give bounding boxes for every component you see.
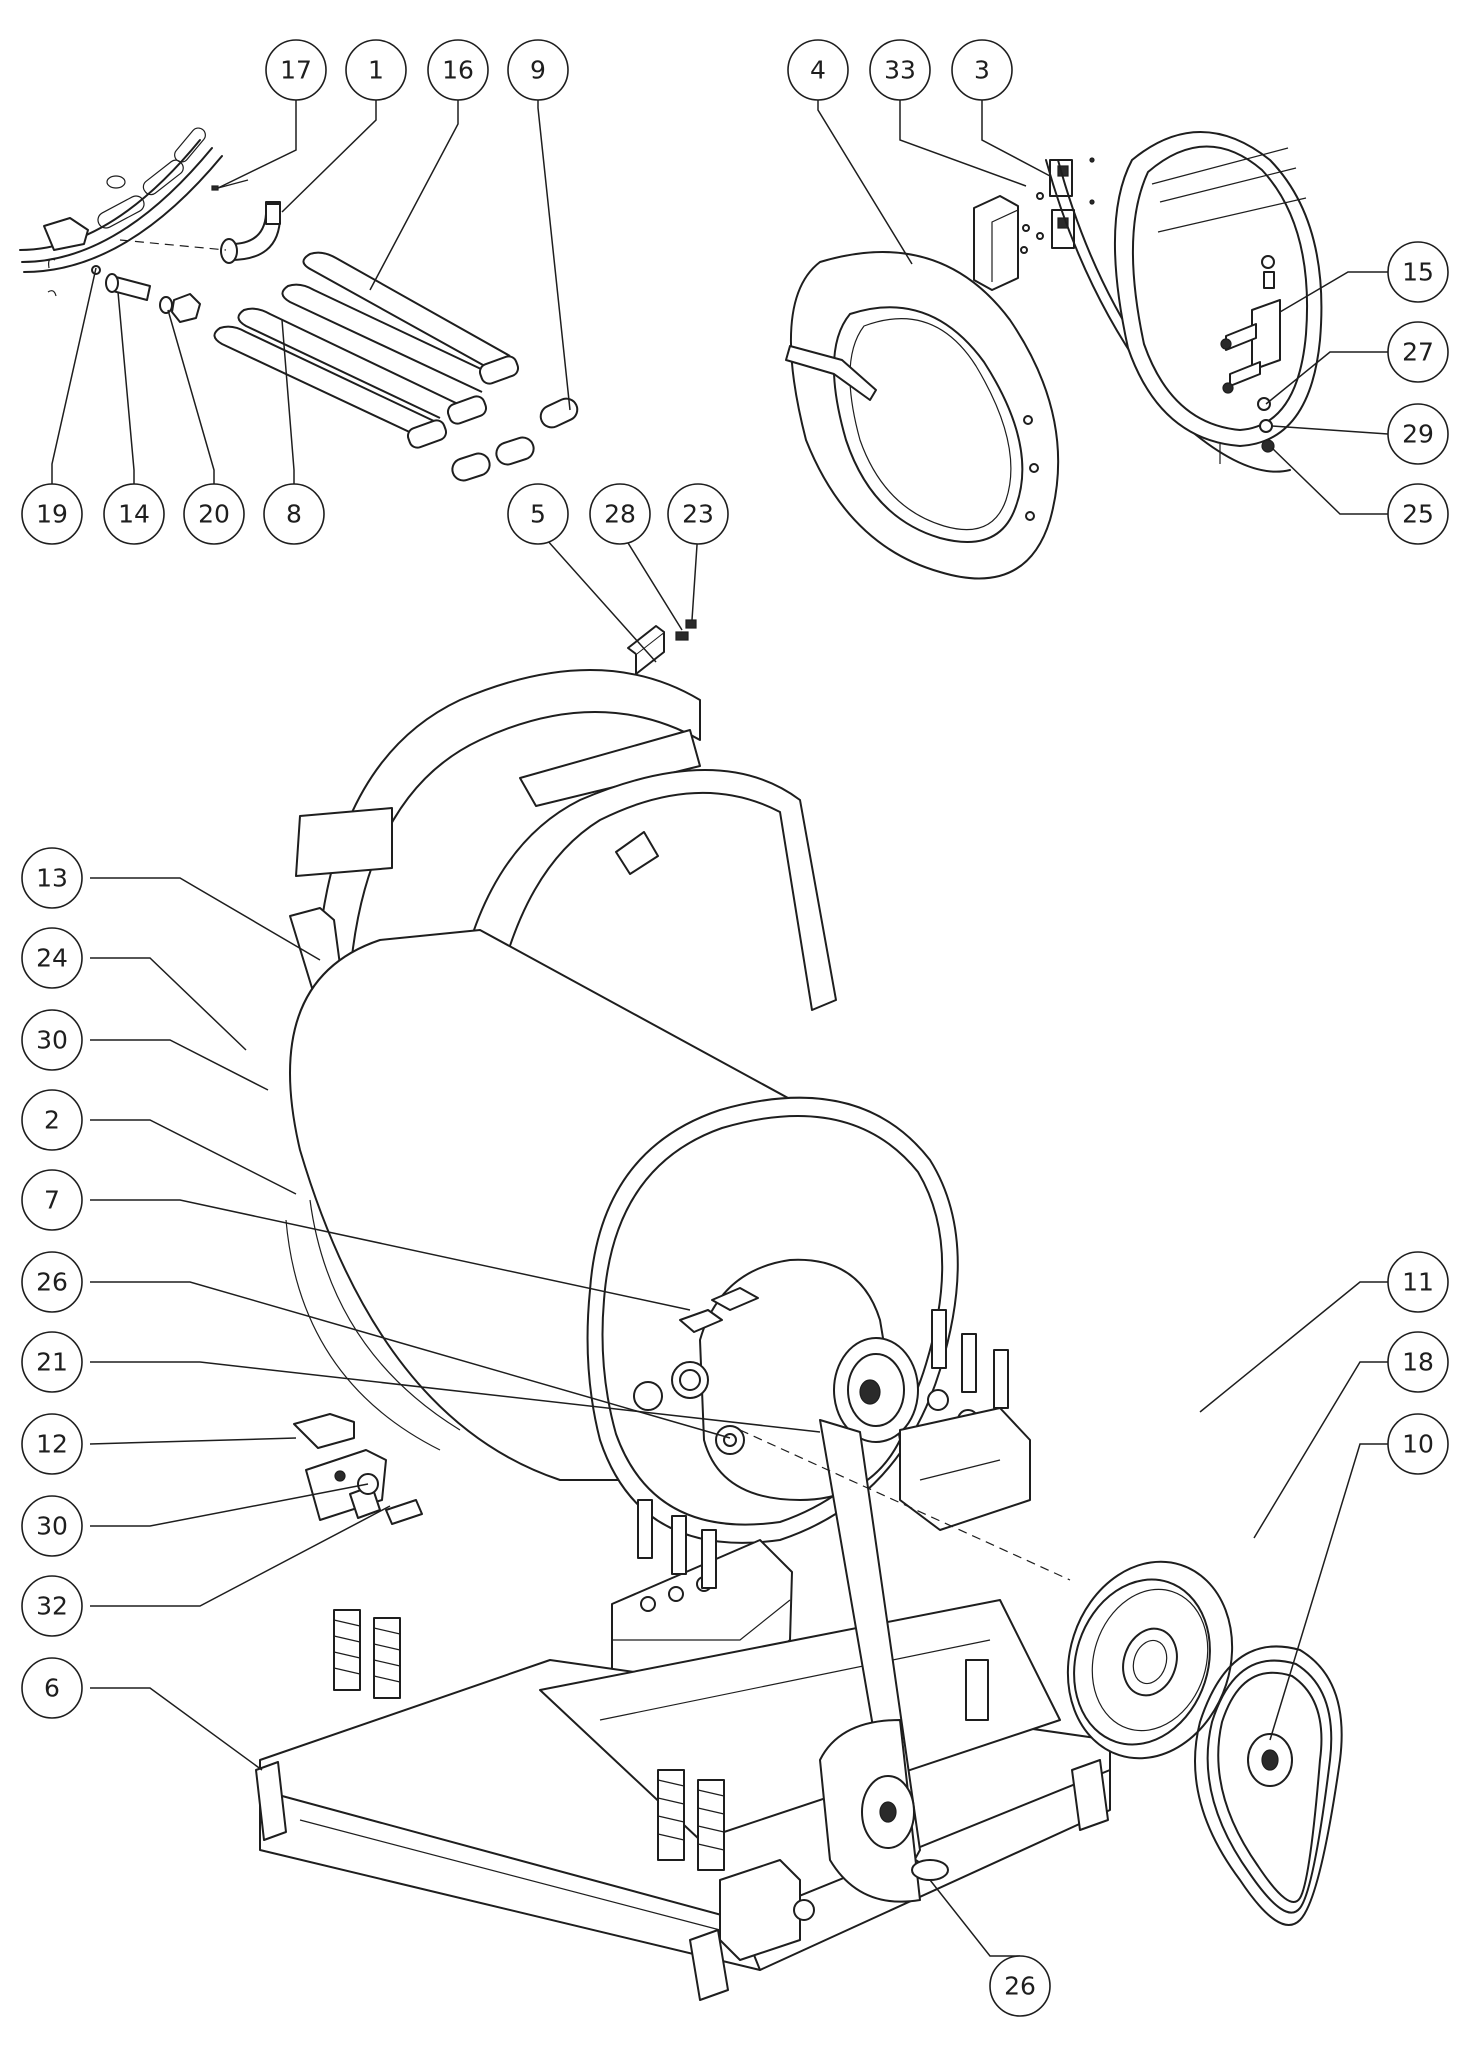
- callout-26-left: 26: [21, 1251, 83, 1313]
- door-ring-4: [785, 251, 1060, 580]
- svg-text:20: 20: [198, 500, 230, 529]
- callout-29: 29: [1387, 403, 1449, 465]
- svg-text:30: 30: [36, 1026, 68, 1055]
- svg-text:8: 8: [286, 500, 302, 529]
- svg-text:1: 1: [368, 56, 384, 85]
- clamp-bracket-5: [627, 619, 697, 675]
- svg-text:33: 33: [884, 56, 916, 85]
- svg-text:17: 17: [280, 56, 312, 85]
- svg-text:25: 25: [1402, 500, 1434, 529]
- switch-3: [1036, 157, 1095, 249]
- callout-17: 17: [265, 39, 327, 101]
- gaskets-9: [451, 397, 579, 482]
- svg-text:6: 6: [44, 1674, 60, 1703]
- bolt-32: [385, 1499, 423, 1525]
- svg-text:16: 16: [442, 56, 474, 85]
- svg-text:28: 28: [604, 500, 636, 529]
- callout-23: 23: [667, 483, 729, 545]
- callout-25: 25: [1387, 483, 1449, 545]
- drum-rim-segment: [19, 127, 223, 297]
- belts-18: [1194, 1645, 1343, 1926]
- svg-text:2: 2: [44, 1106, 60, 1135]
- callout-11: 11: [1387, 1251, 1449, 1313]
- callout-18: 18: [1387, 1331, 1449, 1393]
- washers-27-29-25: [1257, 397, 1275, 453]
- callout-10: 10: [1387, 1413, 1449, 1475]
- callout-8: 8: [263, 483, 325, 545]
- svg-text:21: 21: [36, 1348, 68, 1377]
- elbow-pipe-1: [220, 201, 281, 264]
- callout-33: 33: [869, 39, 931, 101]
- svg-text:18: 18: [1402, 1348, 1434, 1377]
- callout-7: 7: [21, 1169, 83, 1231]
- callout-20: 20: [183, 483, 245, 545]
- svg-text:23: 23: [682, 500, 714, 529]
- svg-text:26: 26: [1004, 1972, 1036, 2001]
- callout-32: 32: [21, 1575, 83, 1637]
- callout-14: 14: [103, 483, 165, 545]
- callout-28: 28: [589, 483, 651, 545]
- springs: [333, 1609, 989, 1871]
- fitting-14: [91, 265, 151, 301]
- svg-text:14: 14: [118, 500, 150, 529]
- callout-26-bottom: 26: [989, 1955, 1051, 2017]
- callout-30-upper: 30: [21, 1009, 83, 1071]
- control-box: [719, 1859, 815, 1961]
- callout-13: 13: [21, 847, 83, 909]
- svg-text:24: 24: [36, 944, 68, 973]
- drain-26: [911, 1859, 949, 1881]
- callout-5: 5: [507, 483, 569, 545]
- callout-27: 27: [1387, 321, 1449, 383]
- callout-16: 16: [427, 39, 489, 101]
- leader-lines: [51, 100, 1389, 1957]
- svg-text:9: 9: [530, 56, 546, 85]
- heating-elements-16: [213, 251, 520, 449]
- callout-19: 19: [21, 483, 83, 545]
- shaft-bolts: [633, 1287, 759, 1411]
- drum-pulley-11: [1066, 1560, 1234, 1760]
- svg-text:30: 30: [36, 1512, 68, 1541]
- support-arm-12: [293, 1413, 387, 1521]
- svg-text:13: 13: [36, 864, 68, 893]
- svg-text:32: 32: [36, 1592, 68, 1621]
- callout-12: 12: [21, 1413, 83, 1475]
- svg-text:10: 10: [1402, 1430, 1434, 1459]
- rear-band-13: [289, 669, 701, 1111]
- door-glass-frame: [1045, 131, 1323, 473]
- motor: [819, 1719, 921, 1903]
- washer-20: [159, 296, 173, 314]
- hinge-15: [1220, 255, 1281, 394]
- callout-15: 15: [1387, 241, 1449, 303]
- mount-bolts: [637, 1309, 1011, 1589]
- svg-text:26: 26: [36, 1268, 68, 1297]
- callout-9: 9: [507, 39, 569, 101]
- svg-text:12: 12: [36, 1430, 68, 1459]
- callout-2: 2: [21, 1089, 83, 1151]
- svg-text:15: 15: [1402, 258, 1434, 287]
- nut-8: [171, 293, 201, 323]
- callout-3: 3: [951, 39, 1013, 101]
- callout-1: 1: [345, 39, 407, 101]
- svg-text:5: 5: [530, 500, 546, 529]
- callout-30-lower: 30: [21, 1495, 83, 1557]
- svg-text:19: 19: [36, 500, 68, 529]
- svg-text:11: 11: [1402, 1268, 1434, 1297]
- svg-text:3: 3: [974, 56, 990, 85]
- svg-text:29: 29: [1402, 420, 1434, 449]
- door-lock-33: [973, 195, 1030, 291]
- rear-mount-plate: [899, 1407, 1031, 1531]
- motor-pulley-10: [1247, 1733, 1293, 1787]
- callout-4: 4: [787, 39, 849, 101]
- svg-text:7: 7: [44, 1186, 60, 1215]
- callout-6: 6: [21, 1657, 83, 1719]
- svg-text:4: 4: [810, 56, 826, 85]
- callout-21: 21: [21, 1331, 83, 1393]
- callout-24: 24: [21, 927, 83, 989]
- svg-text:27: 27: [1402, 338, 1434, 367]
